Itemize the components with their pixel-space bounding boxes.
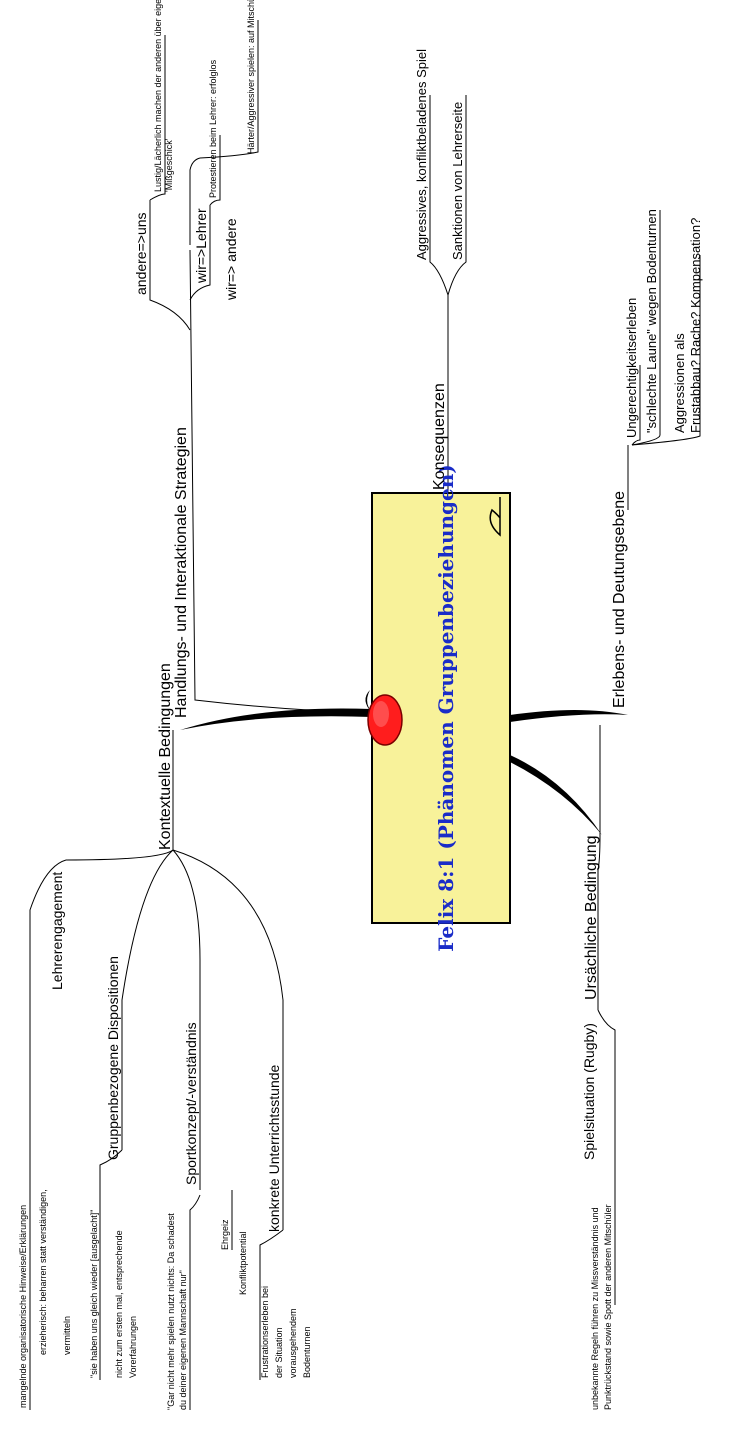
wir-andere-label: wir=> andere xyxy=(223,218,239,301)
andere-uns-connector xyxy=(149,200,191,331)
konsequenzen-item: Sanktionen von Lehrerseite xyxy=(450,102,465,260)
erlebens-split-b xyxy=(631,210,661,446)
konsequenzen-split xyxy=(429,95,449,296)
konsequenzen-split-2 xyxy=(447,95,467,296)
konkrete-curl xyxy=(172,849,284,1230)
wir-andere-item: Härter/Aggressiver spielen: auf Mitschül… xyxy=(246,0,256,154)
page-curl-icon xyxy=(489,497,501,537)
andere-uns-leaf-connector xyxy=(149,35,166,201)
spielsituation-item: unbekannte Regeln führen zu Missverständ… xyxy=(590,1207,600,1410)
gruppenbezogene-item: Vorerfahrungen xyxy=(128,1316,138,1378)
spielsituation-item: Punktrückstand sowie Spott der anderen M… xyxy=(603,1204,613,1410)
kontextuelle-taper xyxy=(180,708,372,730)
erlebens-split-c xyxy=(631,255,701,446)
sport-curl xyxy=(172,849,201,1190)
lehrerengagement-item: mangelnde organisatorische Hinweise/Erkl… xyxy=(18,1205,28,1408)
labels: Handlungs- und Interaktionale Strategien… xyxy=(18,0,703,1410)
andere-uns-label: andere=>uns xyxy=(133,212,149,295)
ursaechliche-label: Ursächliche Bedingung xyxy=(583,835,600,1000)
ehrgeiz-item: Ehrgeiz xyxy=(220,1219,230,1250)
wir-lehrer-connector xyxy=(189,205,211,301)
sportkonzept-label: Sportkonzept/-verständnis xyxy=(183,1022,199,1185)
konkrete-item: der Situation xyxy=(274,1327,284,1378)
konsequenzen-label: Konsequenzen xyxy=(431,383,448,490)
lehrerengagement-label: Lehrerengagement xyxy=(49,872,65,990)
sport-leaf xyxy=(189,1194,201,1410)
kontextuelle-split xyxy=(65,849,174,861)
knob-highlight-icon xyxy=(373,701,389,727)
konkrete-leaf xyxy=(259,1229,284,1380)
spielsituation-label: Spielsituation (Rugby) xyxy=(581,1023,597,1160)
gruppen-curl xyxy=(121,849,174,1150)
wir-lehrer-leaf-connector xyxy=(209,135,221,206)
erlebens-label: Erlebens- und Deutungsebene xyxy=(611,491,628,708)
central-title: Felix 8:1 (Phänomen Gruppenbeziehungen) xyxy=(434,464,458,951)
konsequenzen-item: Aggressives, konfliktbeladenes Spiel xyxy=(414,49,429,260)
andere-uns-item: 'Mißgeschick' xyxy=(164,138,174,192)
kontextuelle-label: Kontextuelle Bedingungen xyxy=(157,663,174,850)
erlebens-item: Frustabbau? Rache? Kompensation? xyxy=(688,218,703,433)
wir-andere-connector xyxy=(189,157,201,245)
lehrerengagement-item: vermitteln xyxy=(62,1316,72,1355)
sportkonzept-item: "Gar nicht mehr spielen nutzt nichts: Da… xyxy=(166,1213,176,1410)
erlebens-item: Aggressionen als xyxy=(672,333,687,433)
lehrerengagement-item: erzieherisch: beharren statt verständige… xyxy=(38,1189,48,1355)
handlung-label: Handlungs- und Interaktionale Strategien xyxy=(173,427,190,718)
gruppenbezogene-label: Gruppenbezogene Dispositionen xyxy=(105,956,121,1160)
lehrer-curl xyxy=(29,859,67,1150)
konkrete-item: vorausgehendem xyxy=(288,1308,298,1378)
andere-uns-item: Lustig/Lächerlich machen der anderen übe… xyxy=(153,0,163,192)
gruppenbezogene-item: nicht zum ersten mal, entsprechende xyxy=(114,1230,124,1378)
spielsituation-leaf xyxy=(597,1009,616,1305)
wir-lehrer-item: Protestieren beim Lehrer: erfolglos xyxy=(208,59,218,198)
konkrete-item: Konfliktpotential xyxy=(238,1231,248,1295)
gruppenbezogene-item: "sie haben uns gleich wieder [ausgelacht… xyxy=(89,1210,99,1379)
erlebens-item: "schlechte Laune" wegen Bodenturnen xyxy=(644,209,659,433)
erlebens-item: Ungerechtigkeitserleben xyxy=(624,298,639,438)
spielsituation-connector xyxy=(597,834,601,1010)
handlung-connector xyxy=(189,249,373,714)
konkrete-label: konkrete Unterrichtsstunde xyxy=(266,1064,282,1232)
wir-andere-leaf-connector xyxy=(199,20,259,159)
sportkonzept-item: du deiner eigenen Mannschaft nur" xyxy=(178,1270,188,1410)
wir-lehrer-label: wir=>Lehrer xyxy=(193,208,209,284)
erlebens-taper xyxy=(510,710,628,722)
gruppen-leaf xyxy=(99,1149,123,1380)
ursaechliche-taper xyxy=(510,755,602,835)
konkrete-item: Frustrationserleben bei xyxy=(260,1286,270,1378)
erlebens-split-a xyxy=(631,365,641,446)
konkrete-item: Bodenturnen xyxy=(302,1326,312,1378)
connector-lines xyxy=(29,20,701,1410)
